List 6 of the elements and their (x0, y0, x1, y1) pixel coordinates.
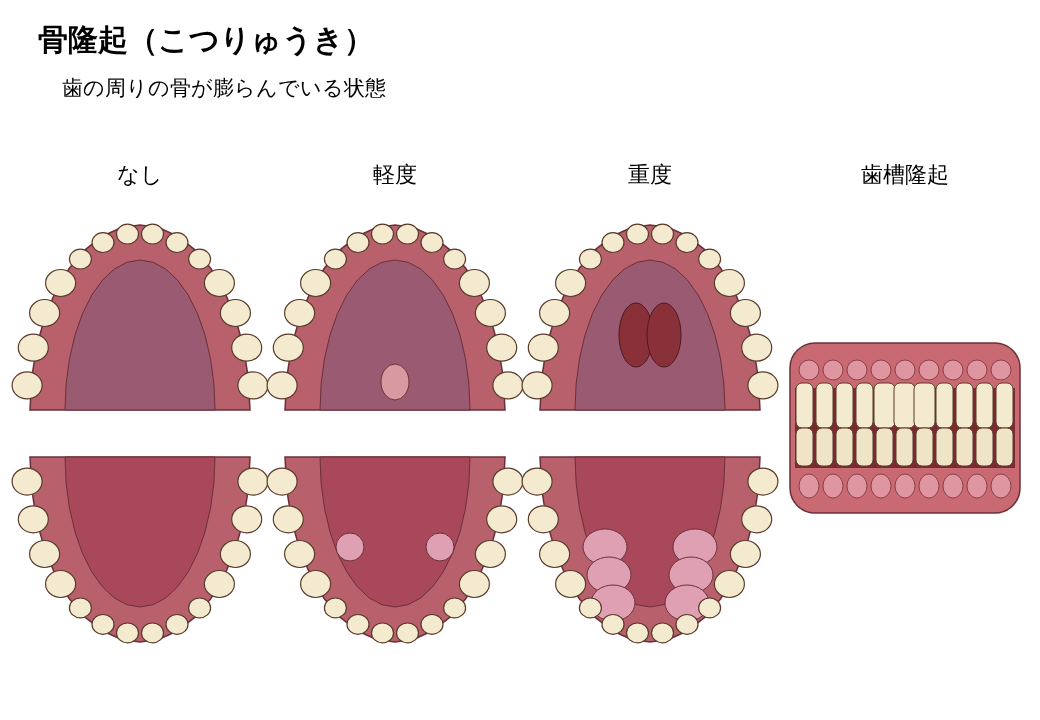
column-heading: 歯槽隆起 (861, 161, 949, 189)
column-heading: なし (117, 161, 163, 189)
subtitle: 歯の周りの骨が膨らんでいる状態 (62, 75, 386, 102)
title: 骨隆起（こつりゅうき） (38, 21, 374, 59)
column-heading: 重度 (628, 161, 672, 189)
column-heading: 軽度 (373, 161, 417, 189)
